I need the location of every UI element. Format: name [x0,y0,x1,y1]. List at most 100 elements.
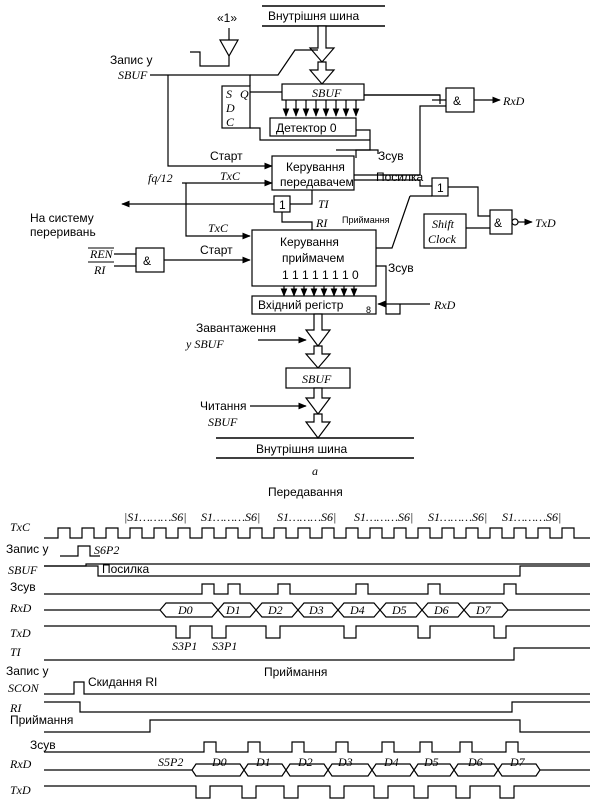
txd-rx-waveform [44,785,590,799]
state-label: S1………S6| [201,510,260,524]
sbuf-rx-label: SBUF [302,372,332,386]
internal-bus-top-label: Внутрішня шина [268,9,360,23]
data-bit-label: D6 [433,603,449,617]
rx-title: Приймання [264,665,327,679]
bus-arrow-top [308,25,336,63]
and-rxd-label: & [453,94,461,108]
timing-diagram: Передавання |S1………S6| S1………S6| S1………S6| … [6,485,590,799]
s3p1-label-b: S3P1 [212,639,237,653]
write-sbuf-label-1: Запис у [110,53,152,67]
input-register-sub: 8 [366,305,371,315]
sig-ti-label: TI [10,645,22,659]
sig-pryimannia-label: Приймання [10,713,73,727]
sig-write-scon-label-1: Запис у [6,664,48,678]
data-bit-label: D1 [225,603,241,617]
ren-label: REN [89,247,114,261]
figure-label: а [312,464,318,478]
detector-label: Детектор 0 [276,121,337,135]
reset-ri-label: Скидання RI [88,675,157,689]
sig-txc-label: TxC [10,520,31,534]
or1-label: 1 [279,198,286,212]
shift-clock-label-1: Shift [432,217,455,231]
bus-arrow-mid [304,313,332,347]
sig-write-sbuf-label-1: Запис у [6,542,48,556]
data-bit-label: D2 [297,755,313,769]
shift-tx-waveform [44,583,590,595]
sig-rxd-tx-label: RxD [9,601,32,615]
ti-label: TI [318,197,330,211]
posylka-label: Посилка [376,170,424,184]
shift-tx-label: Зсув [378,149,404,163]
read-label-1: Читання [200,399,247,413]
s3p1-label-a: S3P1 [172,639,197,653]
data-bit-label: D4 [349,603,365,617]
sig-rxd-rx-label: RxD [9,757,32,771]
sig-txd-rx-label: TxD [10,783,31,797]
rx-control-block [251,229,377,287]
one-literal-label: «1» [217,11,237,25]
shift-rx-waveform [44,741,590,753]
data-bit-label: D0 [177,603,193,617]
interrupt-label-2: переривань [30,225,96,239]
ff-c-label: C [226,115,235,129]
ff-d-label: D [225,101,235,115]
data-bit-label: D7 [475,603,492,617]
or2-label: 1 [437,181,444,195]
rxd-tx-data-cells [159,602,509,618]
state-label: S1………S6| [354,510,413,524]
and-rx-label: & [143,254,151,268]
ri-in-label: RI [93,263,106,277]
sig-write-scon-label-2: SCON [8,681,40,695]
state-label: |S1………S6| [124,510,187,524]
internal-bus-bottom-label: Внутрішня шина [256,442,348,456]
start-rx-label: Старт [200,243,233,257]
interrupt-label-1: На систему [30,211,94,225]
s5p2-label: S5P2 [158,755,183,769]
state-label: S1………S6| [502,510,561,524]
rx-control-label-1: Керування [280,235,339,249]
sig-shift-rx-label: Зсув [30,738,56,752]
ff-s-label: S [226,87,232,101]
data-bit-label: D3 [337,755,353,769]
data-bit-label: D1 [255,755,271,769]
rxd-out-label: RxD [502,94,525,108]
block-diagram: Внутрішня шина «1» Запис у SBUF S D C Q … [30,5,556,478]
tx-control-label-2: передавачем [280,175,354,189]
shift-clock-label-2: Clock [428,232,457,246]
data-bit-label: D4 [383,755,399,769]
data-bit-label: D0 [211,755,227,769]
shift-rx-label: Зсув [388,261,414,275]
rx-control-label-2: приймачем [282,251,344,265]
flip-flop [221,85,251,129]
tx-title: Передавання [268,485,343,499]
rx-bits-label: 1 1 1 1 1 1 1 0 [282,268,359,282]
tx-control-block [271,155,355,191]
txc-label-1: TxC [220,169,241,183]
sig-shift-tx-label: Зсув [10,580,36,594]
load-label-2: у SBUF [185,337,224,351]
start-tx-label: Старт [210,149,243,163]
read-label-2: SBUF [208,415,238,429]
rxd-rx-data-cells [191,763,541,777]
pryimannia-small-label: Приймання [342,215,390,225]
s6p2-label: S6P2 [94,543,119,557]
txc-waveform [44,527,590,539]
txc-label-2: TxC [208,221,229,235]
fosc-label: fq/12 [148,171,173,185]
sig-write-sbuf-label-2: SBUF [8,563,38,577]
data-bit-label: D3 [308,603,324,617]
data-bit-label: D7 [509,755,526,769]
load-label-1: Завантаження [196,321,276,335]
ri-signal-label: RI [315,216,328,230]
data-bit-label: D5 [391,603,407,617]
rxd-in-label: RxD [433,298,456,312]
and-txd-label: & [494,216,502,230]
state-label: S1………S6| [277,510,336,524]
txd-waveform [44,625,590,639]
sig-txd-label: TxD [10,626,31,640]
posylka-timing-label: Посилка [102,562,150,576]
data-bit-label: D6 [467,755,483,769]
data-bit-label: D5 [423,755,439,769]
sig-ri-label: RI [9,701,22,715]
